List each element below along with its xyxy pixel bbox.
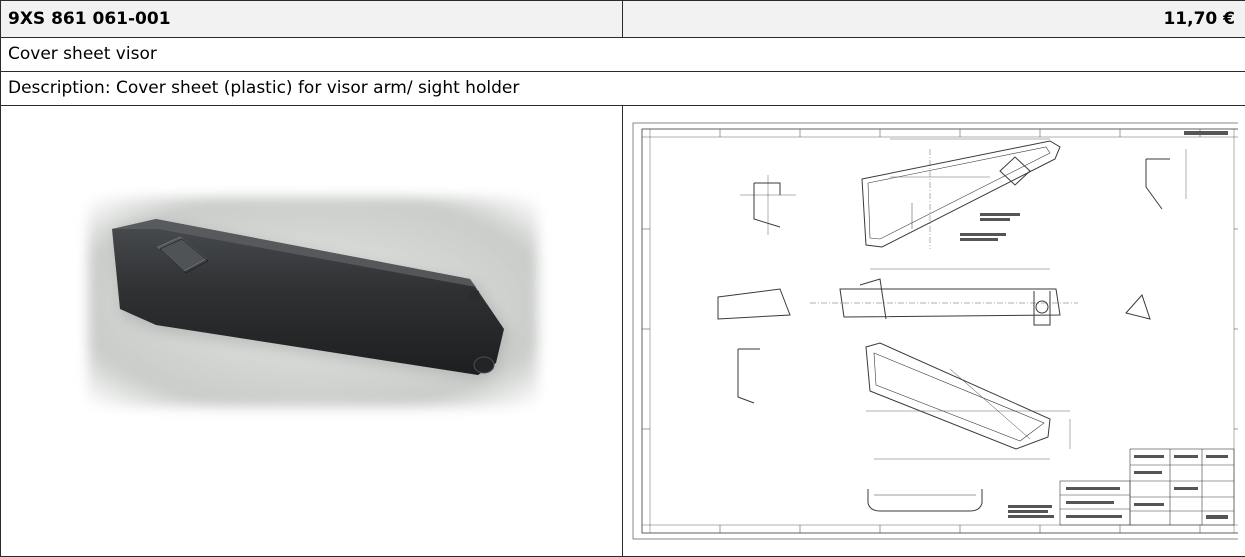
part-price: 11,70 € bbox=[622, 0, 1245, 38]
section-view-bb bbox=[867, 489, 983, 512]
description-row: Description: Cover sheet (plastic) for v… bbox=[0, 71, 1245, 106]
frame-ticks bbox=[642, 129, 1238, 533]
visor-cover-sheet-photo bbox=[88, 197, 538, 407]
part-hinge bbox=[473, 356, 495, 374]
part-top-edge bbox=[112, 219, 476, 287]
part-description: Description: Cover sheet (plastic) for v… bbox=[0, 71, 1245, 106]
technical-drawing bbox=[632, 122, 1238, 540]
section-view-a bbox=[1145, 149, 1187, 210]
name-row: Cover sheet visor bbox=[0, 37, 1245, 72]
bottom-view bbox=[865, 342, 1071, 460]
side-view bbox=[717, 268, 1151, 326]
media-row bbox=[0, 105, 1245, 557]
top-view bbox=[861, 138, 1061, 249]
part-number: 9XS 861 061-001 bbox=[0, 0, 623, 38]
part-name: Cover sheet visor bbox=[0, 37, 1245, 72]
part-tab bbox=[469, 291, 479, 300]
photo-cell bbox=[0, 105, 623, 557]
section-view-cc bbox=[740, 175, 796, 235]
header-row: 9XS 861 061-001 11,70 € bbox=[0, 0, 1245, 38]
cover-sheet-part bbox=[112, 219, 504, 375]
drawing-frame bbox=[632, 122, 1238, 540]
title-block-text bbox=[1008, 455, 1228, 519]
section-view-dd bbox=[737, 348, 760, 404]
drawing-cell bbox=[622, 105, 1245, 557]
top-view-notes bbox=[960, 131, 1228, 241]
title-block bbox=[1059, 448, 1235, 526]
